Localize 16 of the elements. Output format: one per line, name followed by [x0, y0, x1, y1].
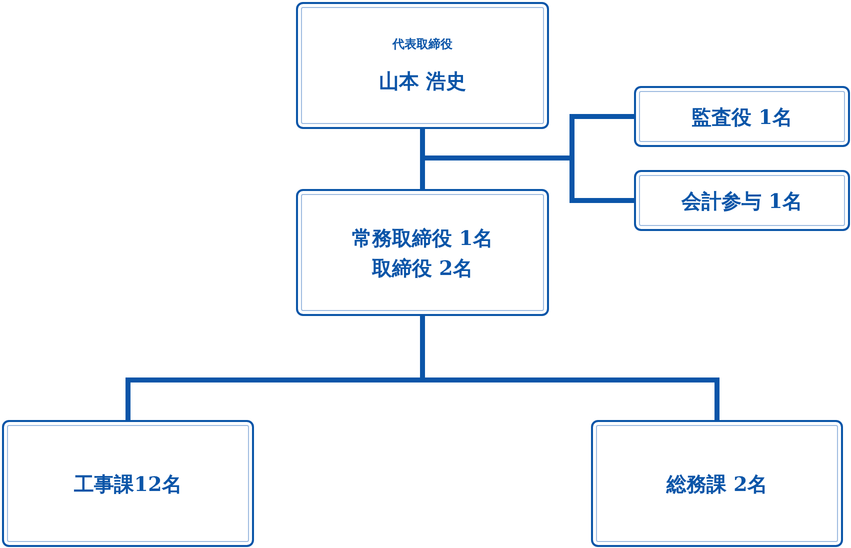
- name-text: 山本 浩史: [379, 68, 466, 94]
- node-label: 常務取締役 1名: [352, 224, 493, 252]
- node-label: 工事課12名: [74, 470, 182, 498]
- org-box: [296, 2, 549, 129]
- connector-line: [126, 314, 720, 422]
- node-label: 取締役 2名: [372, 254, 473, 282]
- node-label: 監査役 1名: [692, 104, 792, 130]
- org-box: [591, 420, 843, 547]
- org-box: [2, 420, 254, 547]
- org-box: [634, 170, 850, 231]
- title-text: 代表取締役: [392, 36, 452, 52]
- node-label: 会計参与 1名: [682, 188, 802, 214]
- connector-line: [420, 114, 636, 203]
- node-label: 総務課 2名: [666, 470, 768, 498]
- org-box: [634, 86, 850, 147]
- org-box: [296, 189, 549, 316]
